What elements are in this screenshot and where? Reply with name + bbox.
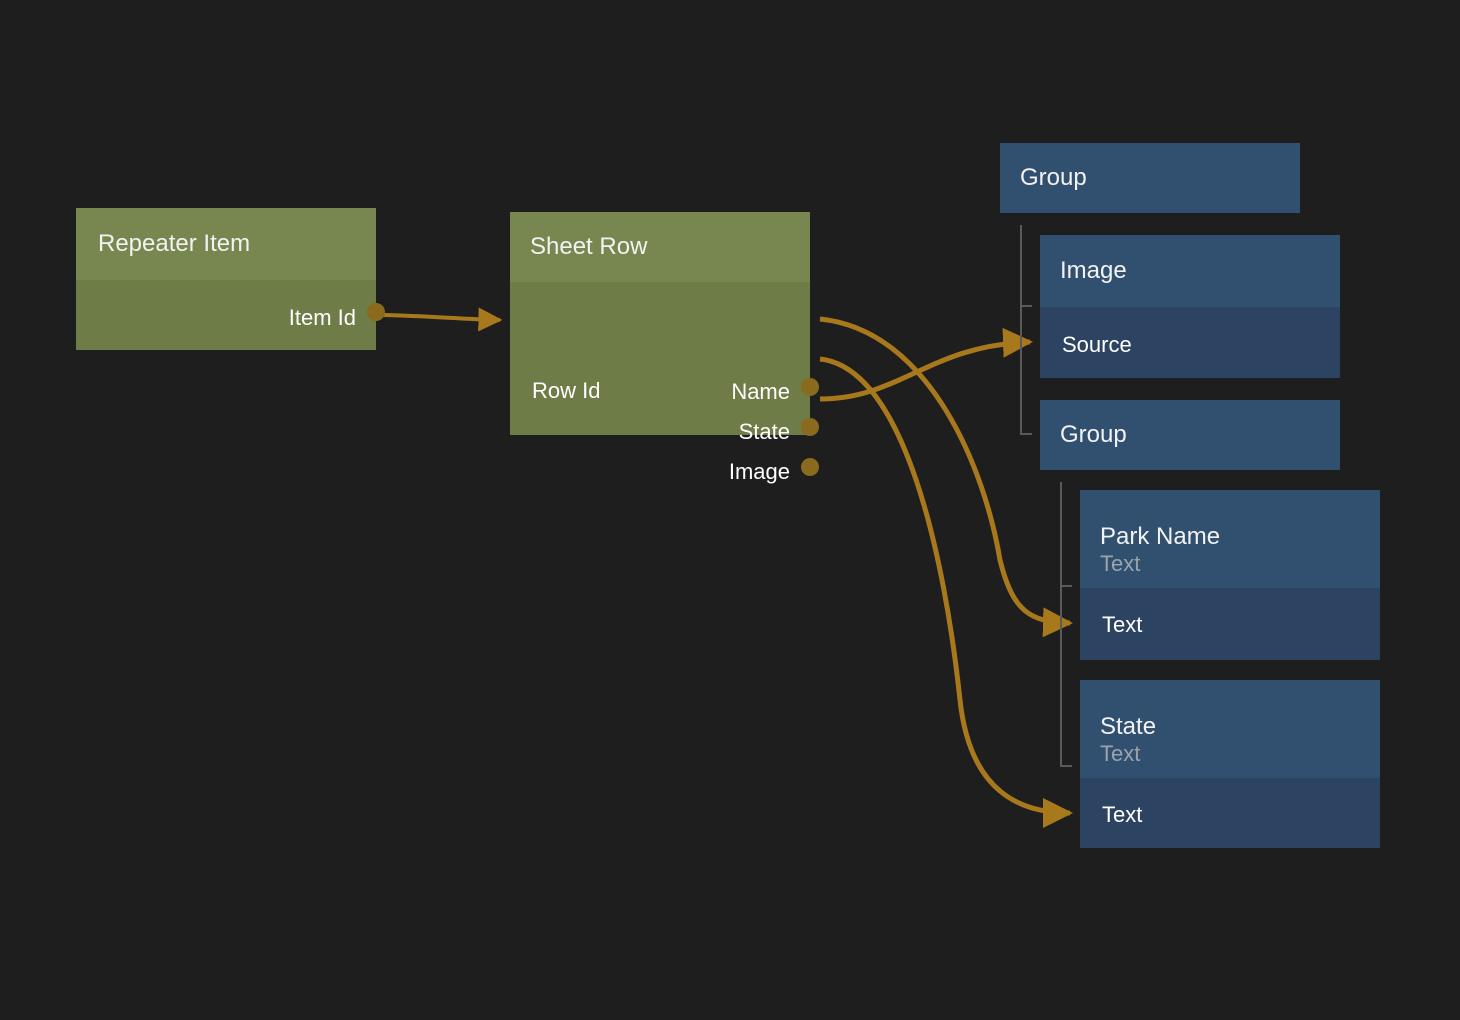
node-group-top-title: Group <box>1020 163 1087 191</box>
node-repeater-item[interactable]: Repeater Item Item Id <box>76 208 385 350</box>
group-top-tree-rail <box>1020 225 1022 435</box>
node-park-name-widget-header: Park Name Text <box>1080 490 1380 588</box>
output-port-image[interactable] <box>801 458 819 476</box>
node-repeater-item-body: Item Id <box>76 280 385 350</box>
port-label-state: State <box>738 419 790 444</box>
group-bottom-tree-stub-parkname <box>1060 585 1072 587</box>
port-label-item-id: Item Id <box>288 305 356 330</box>
port-label-name: Name <box>731 379 790 404</box>
group-bottom-tree-rail <box>1060 482 1062 767</box>
node-state-widget-subtitle: Text <box>1100 740 1141 766</box>
node-sheet-row-title: Sheet Row <box>530 232 648 260</box>
node-image-widget-body: Source <box>1040 307 1340 378</box>
edge-itemid-to-rowid <box>382 307 503 332</box>
edge-name-to-parkname-text <box>819 316 1073 638</box>
node-park-name-widget-title: Park Name <box>1100 523 1221 551</box>
group-bottom-tree-stub-state <box>1060 765 1072 767</box>
port-label-image: Image <box>728 459 790 484</box>
node-repeater-item-header: Repeater Item <box>76 208 376 280</box>
input-port-label-park-name-text: Text <box>1102 612 1143 637</box>
node-state-widget[interactable]: State Text Text <box>1080 680 1380 848</box>
node-sheet-row-header: Sheet Row <box>510 212 810 282</box>
node-state-widget-body: Text <box>1080 778 1380 848</box>
node-image-widget-title: Image <box>1060 256 1127 284</box>
node-sheet-row-body: Row Id Name State Image <box>510 282 819 483</box>
node-group-bottom[interactable]: Group <box>1040 400 1340 470</box>
node-park-name-widget-subtitle: Text <box>1100 550 1141 576</box>
node-park-name-widget-body: Text <box>1080 588 1380 660</box>
edge-state-to-state-text <box>819 356 1073 828</box>
node-group-bottom-header: Group <box>1040 400 1340 470</box>
node-sheet-row[interactable]: Sheet Row Row Id Name State Image <box>510 212 819 483</box>
node-image-widget-header: Image <box>1040 235 1340 307</box>
node-group-top-header: Group <box>1000 143 1300 213</box>
node-group-bottom-title: Group <box>1060 420 1127 448</box>
port-label-row-id: Row Id <box>532 378 601 403</box>
output-port-state[interactable] <box>801 418 819 436</box>
node-state-widget-title: State <box>1100 713 1157 741</box>
edge-image-to-source <box>819 327 1033 402</box>
input-port-label-state-text: Text <box>1102 802 1143 827</box>
node-repeater-item-title: Repeater Item <box>98 229 251 257</box>
node-park-name-widget[interactable]: Park Name Text Text <box>1080 490 1380 660</box>
node-group-top[interactable]: Group <box>1000 143 1300 213</box>
group-top-tree-stub-image <box>1020 305 1032 307</box>
node-state-widget-header: State Text <box>1080 680 1380 778</box>
output-port-name[interactable] <box>801 378 819 396</box>
output-port-item-id[interactable] <box>367 303 385 321</box>
input-port-label-source: Source <box>1062 332 1132 357</box>
group-top-tree-stub-group <box>1020 433 1032 435</box>
node-image-widget[interactable]: Image Source <box>1040 235 1340 378</box>
